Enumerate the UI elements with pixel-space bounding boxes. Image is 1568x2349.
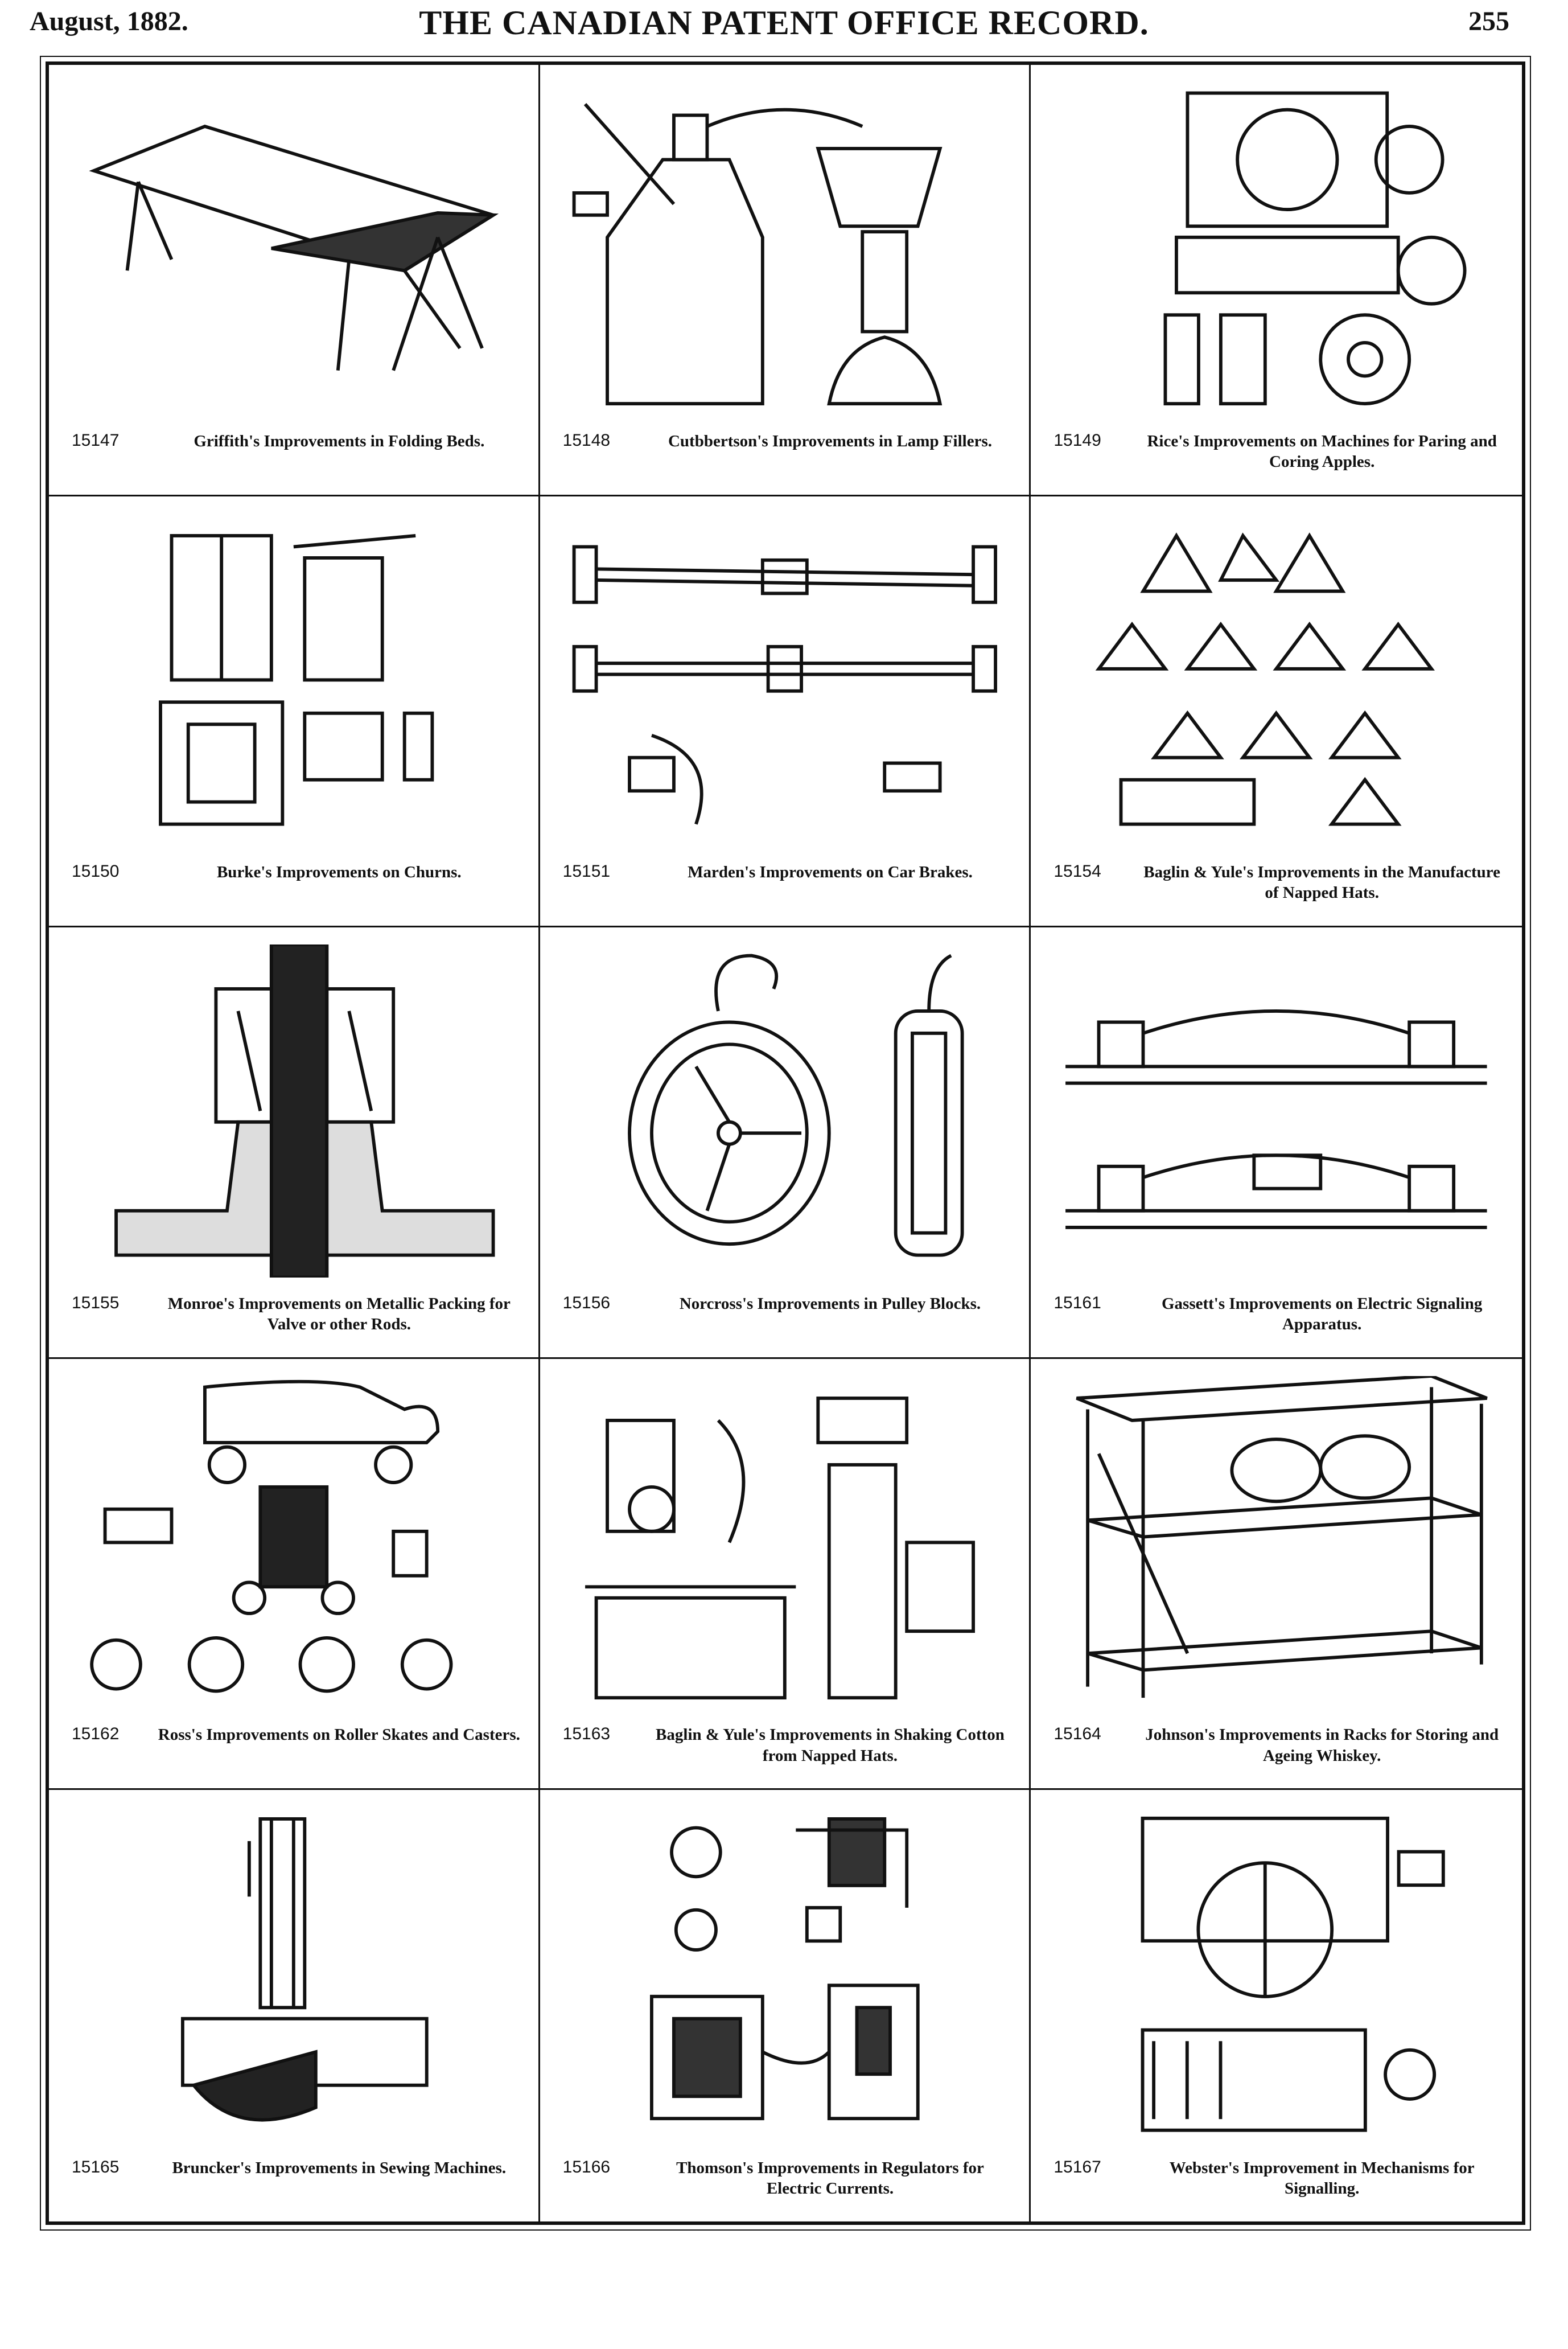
patent-title: Rice's Improvements on Machines for Pari… — [1147, 432, 1497, 471]
paring-machine-drawing — [1053, 82, 1499, 415]
patent-number: 15149 — [1053, 430, 1101, 450]
patent-caption: 15164 Johnson's Improvements in Racks fo… — [1053, 1714, 1505, 1777]
patent-cell: 15163 Baglin & Yule's Improvements in Sh… — [540, 1358, 1031, 1791]
pulley-block-drawing — [563, 944, 1007, 1278]
patent-title: Baglin & Yule's Improvements in the Manu… — [1143, 863, 1501, 902]
patent-title: Griffith's Improvements in Folding Beds. — [194, 432, 485, 450]
patent-caption: 15161 Gassett's Improvements on Electric… — [1053, 1283, 1505, 1346]
patent-caption: 15154 Baglin & Yule's Improvements in th… — [1053, 852, 1505, 914]
page-number: 255 — [1468, 6, 1509, 36]
signal-mechanism-drawing — [1053, 1807, 1499, 2142]
patent-cell: 15165 Bruncker's Improvements in Sewing … — [49, 1790, 540, 2221]
patent-title: Johnson's Improvements in Racks for Stor… — [1145, 1726, 1499, 1765]
hat-forms-drawing — [1053, 514, 1499, 847]
patent-caption: 15163 Baglin & Yule's Improvements in Sh… — [563, 1714, 1013, 1777]
patent-title: Norcross's Improvements in Pulley Blocks… — [679, 1294, 981, 1313]
patent-caption: 15167 Webster's Improvement in Mechanism… — [1053, 2147, 1505, 2210]
patent-cell: 15166 Thomson's Improvements in Regulato… — [540, 1790, 1031, 2221]
publication-title: THE CANADIAN PATENT OFFICE RECORD. — [419, 4, 1149, 42]
patent-number: 15148 — [562, 430, 611, 450]
patent-title: Webster's Improvement in Mechanisms for … — [1169, 2158, 1475, 2198]
patent-caption: 15147 Griffith's Improvements in Folding… — [72, 421, 521, 483]
issue-date: August, 1882. — [30, 6, 188, 36]
patent-grid: 15147 Griffith's Improvements in Folding… — [49, 65, 1522, 2221]
patent-caption: 15156 Norcross's Improvements in Pulley … — [563, 1283, 1013, 1346]
patent-cell: 15148 Cutbbertson's Improvements in Lamp… — [540, 65, 1031, 496]
patent-cell: 15154 Baglin & Yule's Improvements in th… — [1031, 496, 1522, 928]
patent-cell: 15149 Rice's Improvements on Machines fo… — [1031, 65, 1522, 496]
patent-caption: 15151 Marden's Improvements on Car Brake… — [563, 852, 1013, 914]
patent-title: Burke's Improvements on Churns. — [216, 863, 462, 882]
patent-caption: 15166 Thomson's Improvements in Regulato… — [563, 2147, 1013, 2210]
folding-bed-drawing — [72, 82, 516, 415]
valve-packing-drawing — [72, 943, 516, 1279]
patent-number: 15156 — [562, 1293, 611, 1312]
patent-number: 15155 — [72, 1293, 120, 1312]
churn-drawing — [72, 514, 516, 847]
patent-number: 15161 — [1053, 1293, 1101, 1312]
patent-cell: 15167 Webster's Improvement in Mechanism… — [1031, 1790, 1522, 2221]
patent-caption: 15150 Burke's Improvements on Churns. — [72, 852, 521, 914]
patent-title: Bruncker's Improvements in Sewing Machin… — [172, 2158, 507, 2177]
patent-caption: 15162 Ross's Improvements on Roller Skat… — [72, 1714, 521, 1777]
patent-cell: 15147 Griffith's Improvements in Folding… — [49, 65, 540, 496]
patent-number: 15162 — [72, 1724, 120, 1744]
patent-caption: 15148 Cutbbertson's Improvements in Lamp… — [563, 421, 1013, 483]
sewing-machine-drawing — [72, 1807, 516, 2142]
page-header: August, 1882. THE CANADIAN PATENT OFFICE… — [0, 0, 1568, 57]
patent-number: 15166 — [562, 2157, 611, 2176]
patent-title: Gassett's Improvements on Electric Signa… — [1161, 1294, 1483, 1334]
patent-number: 15164 — [1053, 1724, 1101, 1744]
patent-number: 15150 — [72, 862, 120, 881]
patent-title: Marden's Improvements on Car Brakes. — [688, 863, 973, 882]
patent-title: Ross's Improvements on Roller Skates and… — [158, 1726, 520, 1744]
patent-cell: 15161 Gassett's Improvements on Electric… — [1031, 927, 1522, 1359]
signal-apparatus-drawing — [1053, 944, 1499, 1278]
patent-cell: 15155 Monroe's Improvements on Metallic … — [49, 927, 540, 1359]
patent-title: Cutbbertson's Improvements in Lamp Fille… — [668, 432, 992, 450]
lamp-filler-drawing — [563, 82, 1007, 415]
whiskey-rack-drawing — [1053, 1374, 1499, 1709]
patent-number: 15163 — [562, 1724, 611, 1744]
patent-number: 15165 — [72, 2157, 120, 2176]
patent-number: 15147 — [72, 430, 120, 450]
patent-caption: 15165 Bruncker's Improvements in Sewing … — [72, 2147, 521, 2210]
current-regulator-drawing — [563, 1807, 1007, 2142]
patent-number: 15154 — [1053, 862, 1101, 881]
car-brake-drawing — [563, 514, 1007, 847]
patent-title: Monroe's Improvements on Metallic Packin… — [167, 1294, 511, 1334]
patent-cell: 15151 Marden's Improvements on Car Brake… — [540, 496, 1031, 928]
patent-cell: 15150 Burke's Improvements on Churns. — [49, 496, 540, 928]
patent-title: Baglin & Yule's Improvements in Shaking … — [656, 1726, 1005, 1765]
patent-caption: 15155 Monroe's Improvements on Metallic … — [72, 1283, 521, 1346]
patent-number: 15167 — [1053, 2157, 1101, 2176]
patent-cell: 15162 Ross's Improvements on Roller Skat… — [49, 1358, 540, 1791]
patent-caption: 15149 Rice's Improvements on Machines fo… — [1053, 421, 1505, 483]
patent-cell: 15156 Norcross's Improvements in Pulley … — [540, 927, 1031, 1359]
patent-cell: 15164 Johnson's Improvements in Racks fo… — [1031, 1359, 1522, 1791]
patent-title: Thomson's Improvements in Regulators for… — [676, 2158, 984, 2198]
roller-skate-drawing — [72, 1376, 516, 1709]
patent-plate-frame: 15147 Griffith's Improvements in Folding… — [40, 56, 1531, 2231]
shaking-machine-drawing — [563, 1376, 1007, 1709]
patent-number: 15151 — [562, 862, 611, 881]
